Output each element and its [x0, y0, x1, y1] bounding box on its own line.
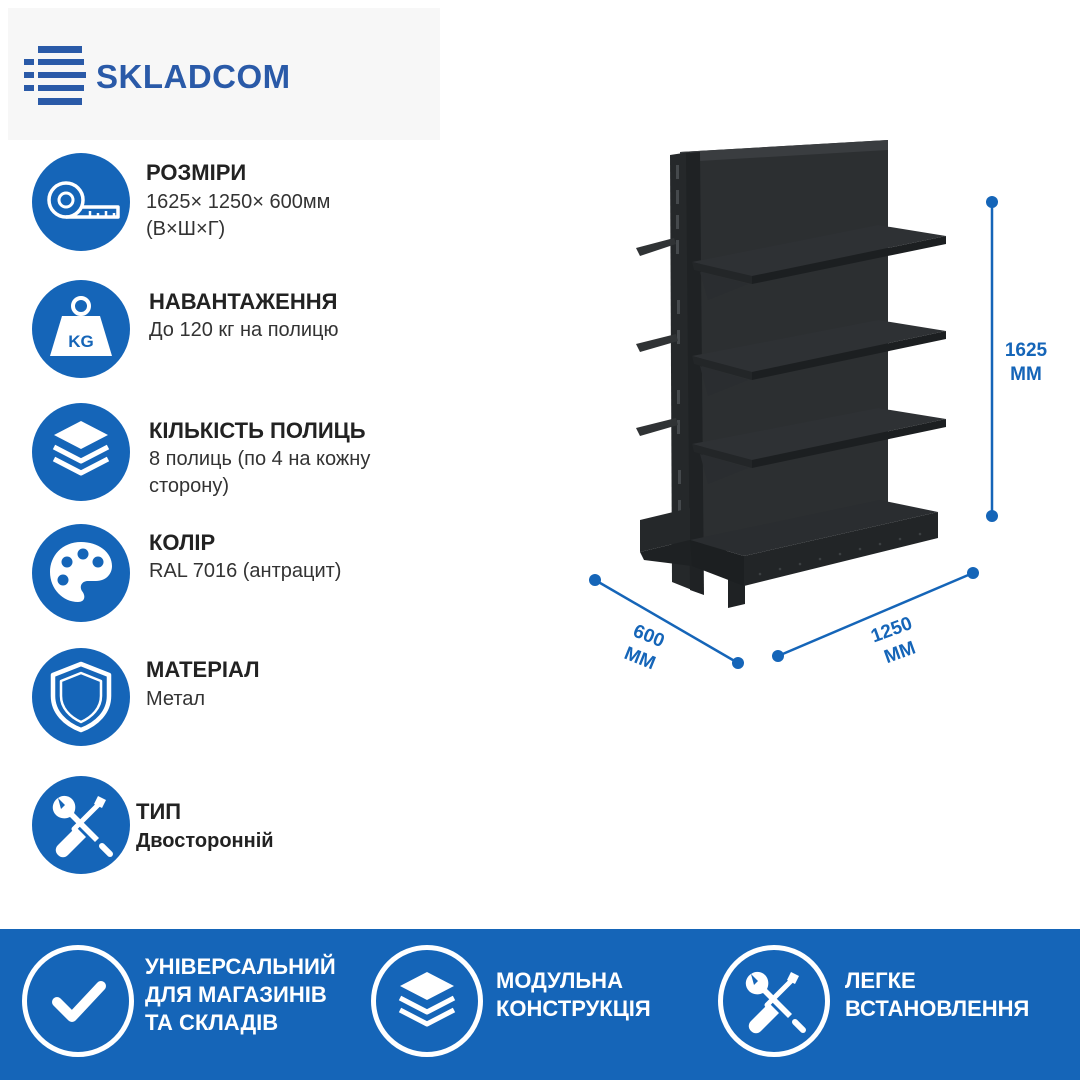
- tools-icon: [32, 776, 130, 874]
- feature-value-shelves: 8 полиць (по 4 на кожну сторону): [149, 448, 371, 497]
- shield-icon: [32, 648, 130, 746]
- tools-icon: [718, 945, 830, 1057]
- feature-value-type: Двосторонній: [136, 830, 274, 852]
- layers-icon: [32, 403, 130, 501]
- product-image: [636, 140, 946, 608]
- feature-title-material: МАТЕРІАЛ: [146, 657, 260, 682]
- feature-title-type: ТИП: [136, 799, 182, 824]
- feature-title-load: НАВАНТАЖЕННЯ: [149, 289, 338, 314]
- benefits-banner: УНІВЕРСАЛЬНИЙ ДЛЯ МАГАЗИНІВ ТА СКЛАДІВ М…: [0, 929, 1080, 1080]
- brand-name: SKLADCOM: [96, 58, 291, 95]
- logo-area: SKLADCOM: [8, 8, 440, 140]
- feature-value-material: Метал: [146, 688, 206, 710]
- feature-value-load: До 120 кг на полицю: [149, 319, 339, 341]
- benefit-text-modular: МОДУЛЬНА КОНСТРУКЦІЯ: [496, 968, 651, 1021]
- height-dimension-label: 1625 ММ: [1004, 340, 1048, 385]
- feature-value-dimensions: 1625× 1250× 600мм (В×Ш×Г): [146, 191, 331, 240]
- checkmark-icon: [22, 945, 134, 1057]
- feature-title-dimensions: РОЗМІРИ: [146, 160, 247, 185]
- dimension-lines: [589, 196, 998, 669]
- benefit-text-easy-install: ЛЕГКЕ ВСТАНОВЛЕННЯ: [845, 968, 1030, 1021]
- weight-kg-icon: KG: [32, 280, 130, 378]
- feature-title-shelves: КІЛЬКІСТЬ ПОЛИЦЬ: [149, 418, 366, 443]
- feature-title-color: КОЛІР: [149, 530, 216, 555]
- svg-text:KG: KG: [68, 332, 94, 351]
- feature-value-color: RAL 7016 (антрацит): [149, 560, 342, 582]
- skladcom-logo-icon: [24, 46, 86, 105]
- benefit-text-universal: УНІВЕРСАЛЬНИЙ ДЛЯ МАГАЗИНІВ ТА СКЛАДІВ: [145, 954, 336, 1035]
- tape-measure-icon: [32, 153, 130, 251]
- palette-icon: [32, 524, 130, 622]
- layers-icon: [371, 945, 483, 1057]
